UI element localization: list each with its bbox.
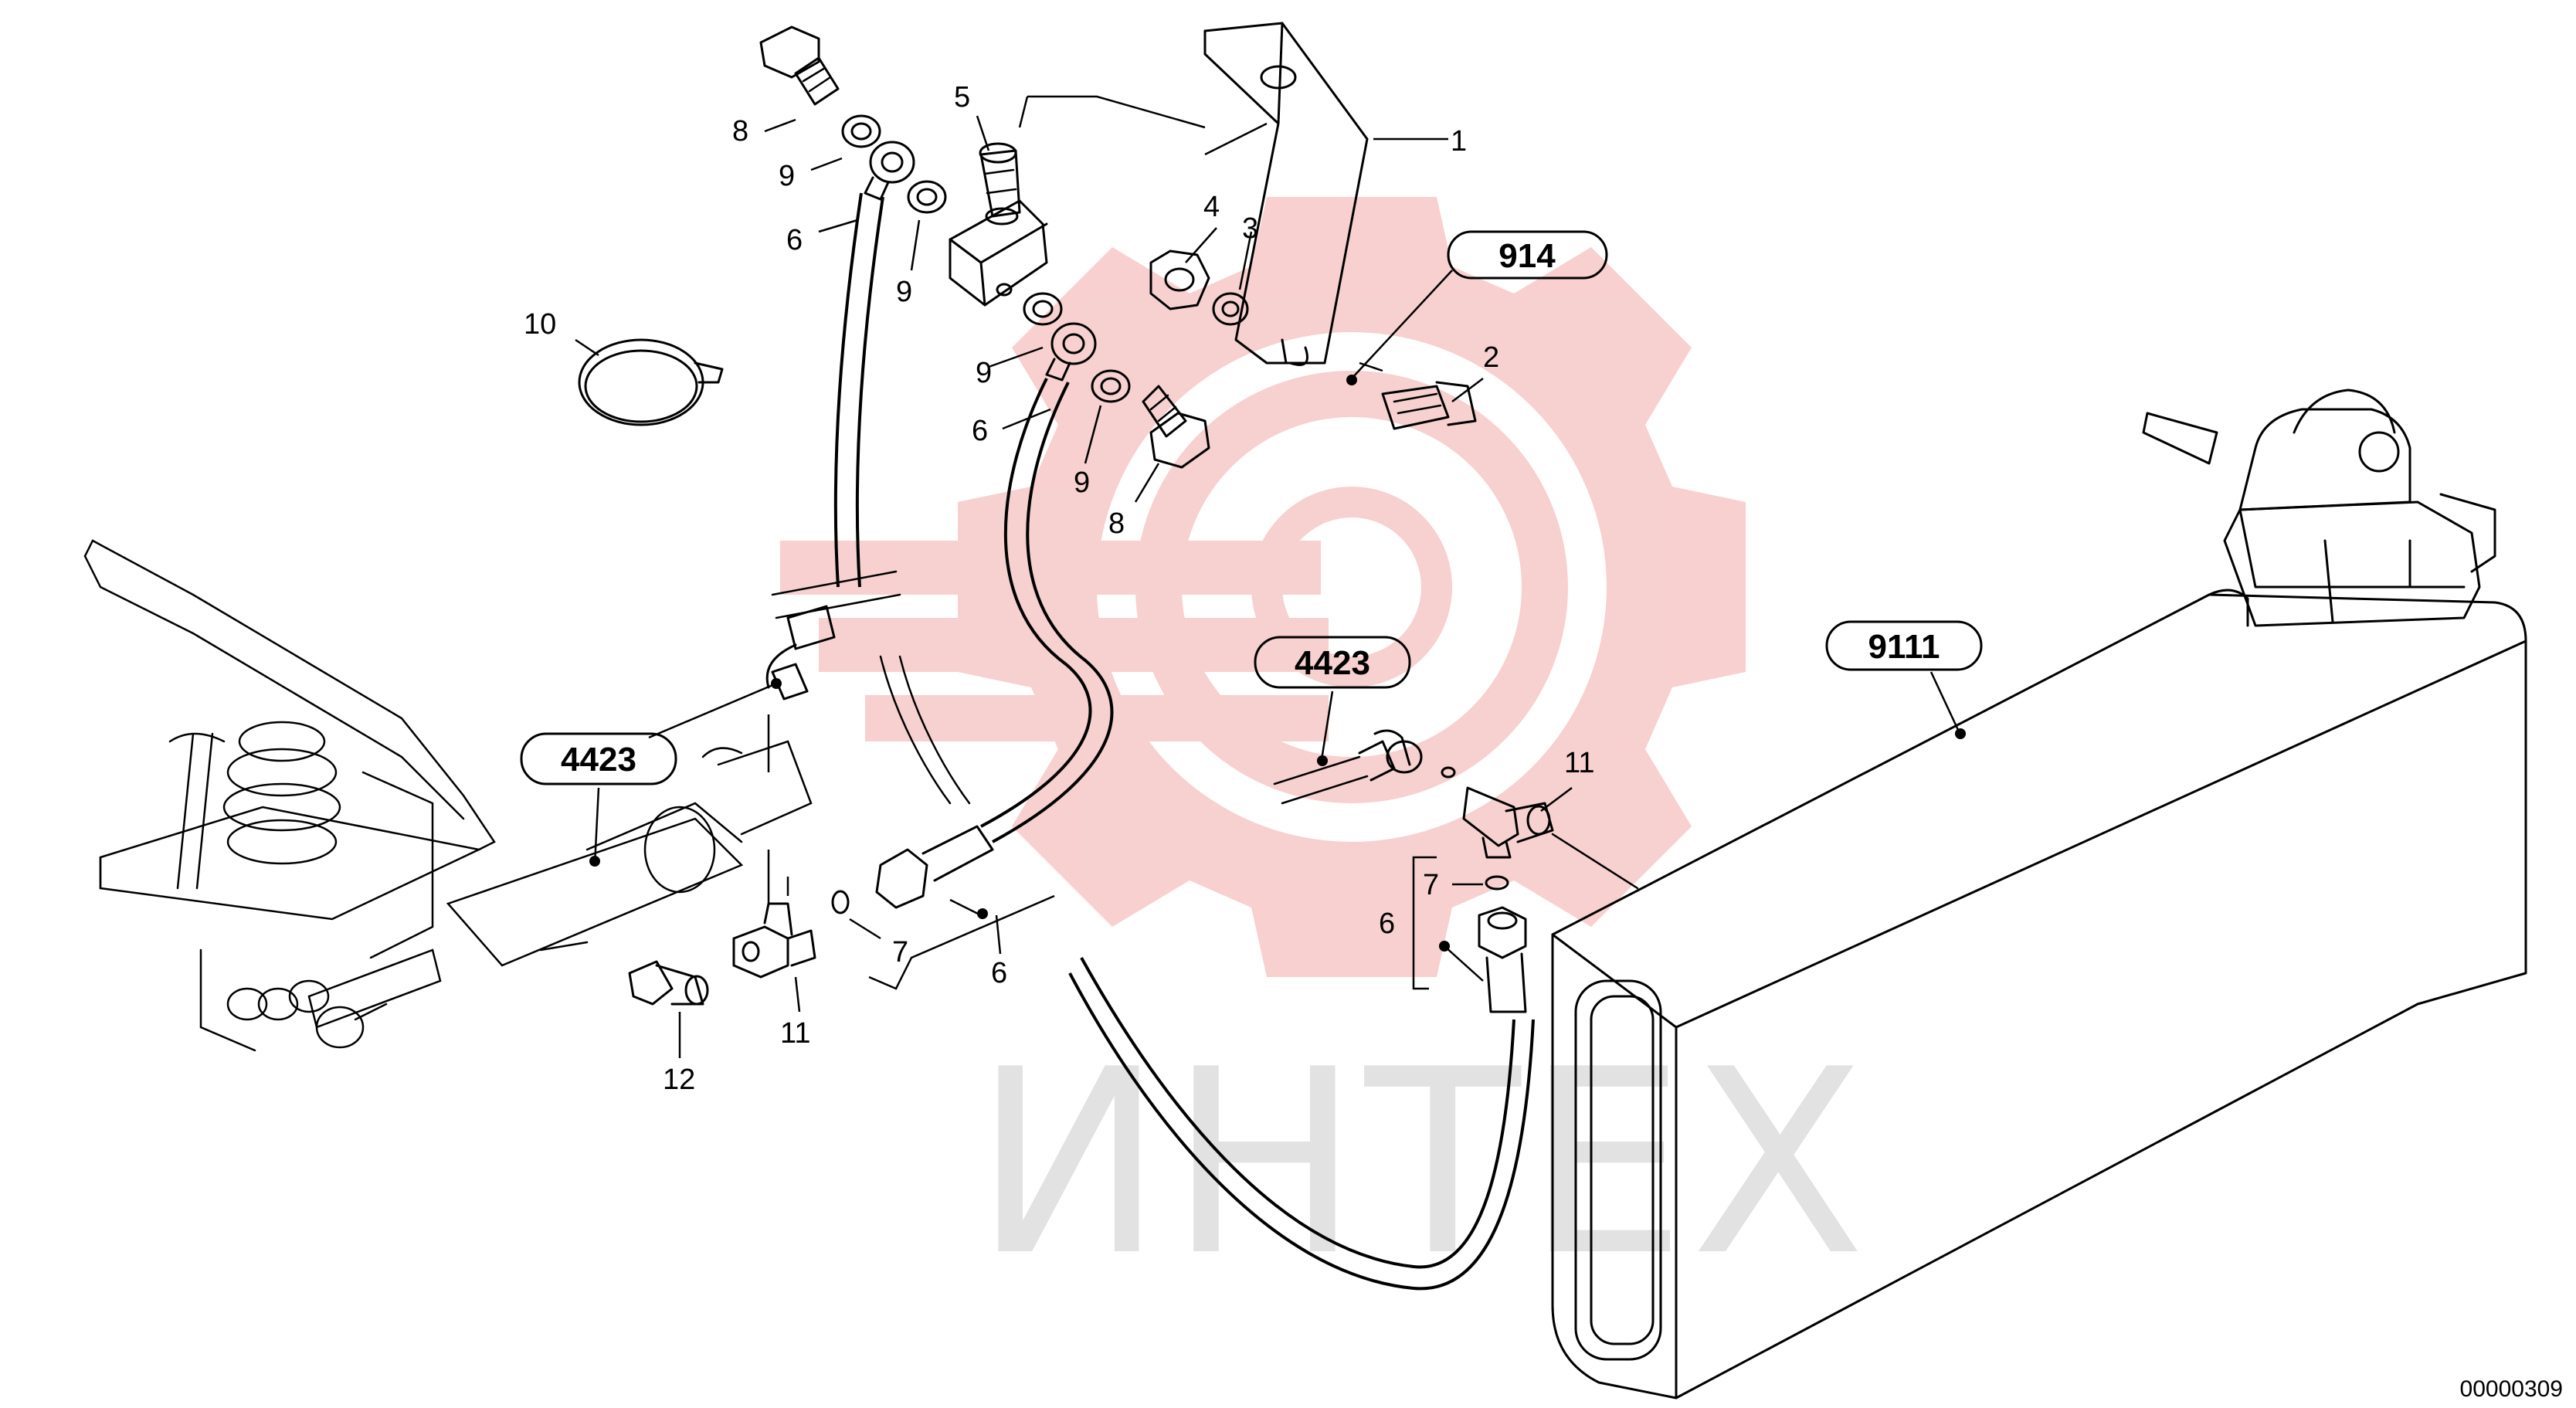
hose-upper-left-ghost [879, 655, 971, 805]
pipe-4423-right [1273, 729, 1639, 890]
document-number: 00000309 [2460, 1376, 2563, 1402]
washer-9-a [841, 114, 881, 148]
bracket [1203, 22, 1369, 366]
callout-11-right: 11 [1564, 747, 1594, 779]
callout-9-d: 9 [1074, 467, 1090, 499]
washer-9-b [907, 180, 947, 214]
callout-8-upper: 8 [732, 115, 748, 148]
callout-9-a: 9 [779, 160, 795, 192]
watermark-gear-logo [780, 197, 1746, 977]
washer-3 [1212, 292, 1249, 326]
hose-nut-center [875, 825, 994, 909]
reference-4423-left: 4423 [520, 732, 677, 785]
hose-middle [980, 378, 1114, 843]
reference-4423-left-label: 4423 [561, 741, 636, 779]
callout-12: 12 [663, 1064, 695, 1096]
hose-nut-right [1478, 906, 1527, 1013]
callout-7-left: 7 [892, 936, 908, 969]
callout-3: 3 [1242, 212, 1258, 245]
hose-lower-long [1068, 957, 1535, 1291]
callout-4: 4 [1203, 191, 1220, 223]
callout-6-upper: 6 [786, 224, 803, 256]
callout-9-b: 9 [896, 276, 912, 308]
callout-6-right: 6 [1379, 908, 1395, 940]
tee-fitting-right [1462, 786, 1554, 859]
o-ring-7-right [1485, 875, 1509, 891]
banjo-bolt-8-lower [1142, 385, 1210, 469]
callout-10: 10 [524, 308, 556, 341]
callout-5: 5 [954, 81, 970, 114]
callout-6-middle: 6 [972, 415, 988, 447]
hose-upper-left [833, 192, 884, 588]
valve-5 [949, 142, 1048, 307]
reference-9111: 9111 [1825, 620, 1983, 671]
hose-clamp-10 [578, 338, 724, 426]
callout-8-lower: 8 [1108, 507, 1125, 540]
tee-fitting-left [732, 902, 816, 979]
banjo-eye-upper [864, 141, 915, 201]
reference-4423-center-label: 4423 [1295, 644, 1370, 682]
leader-dots [589, 375, 1966, 952]
banjo-eye-lower [1045, 322, 1097, 382]
washer-9-d [1091, 369, 1131, 403]
callout-7-right: 7 [1423, 869, 1439, 901]
bolt-2 [1381, 381, 1477, 430]
callout-11-left: 11 [780, 1017, 810, 1050]
leader-lines [575, 95, 1960, 1058]
fuel-tank [1551, 388, 2527, 1400]
reference-4423-center: 4423 [1254, 636, 1411, 689]
nut-4 [1149, 249, 1210, 310]
callout-9-c: 9 [976, 357, 992, 389]
callout-6-lower-left: 6 [991, 957, 1007, 989]
pedal-assembly [83, 539, 496, 959]
callout-2: 2 [1483, 341, 1499, 374]
elbow-fitting-12 [628, 960, 709, 1006]
reference-914-label: 914 [1498, 237, 1556, 275]
reference-9111-label: 9111 [1868, 628, 1940, 666]
banjo-bolt-8-upper [759, 25, 840, 106]
callout-numbers: 1 2 3 4 5 6 6 6 6 7 7 8 8 9 9 9 9 10 11 … [524, 81, 1594, 1096]
o-ring-7-left [831, 890, 850, 914]
reference-914: 914 [1447, 230, 1608, 280]
washer-9-c [1023, 292, 1063, 326]
master-cylinder [199, 570, 901, 1052]
callout-1: 1 [1451, 125, 1467, 158]
